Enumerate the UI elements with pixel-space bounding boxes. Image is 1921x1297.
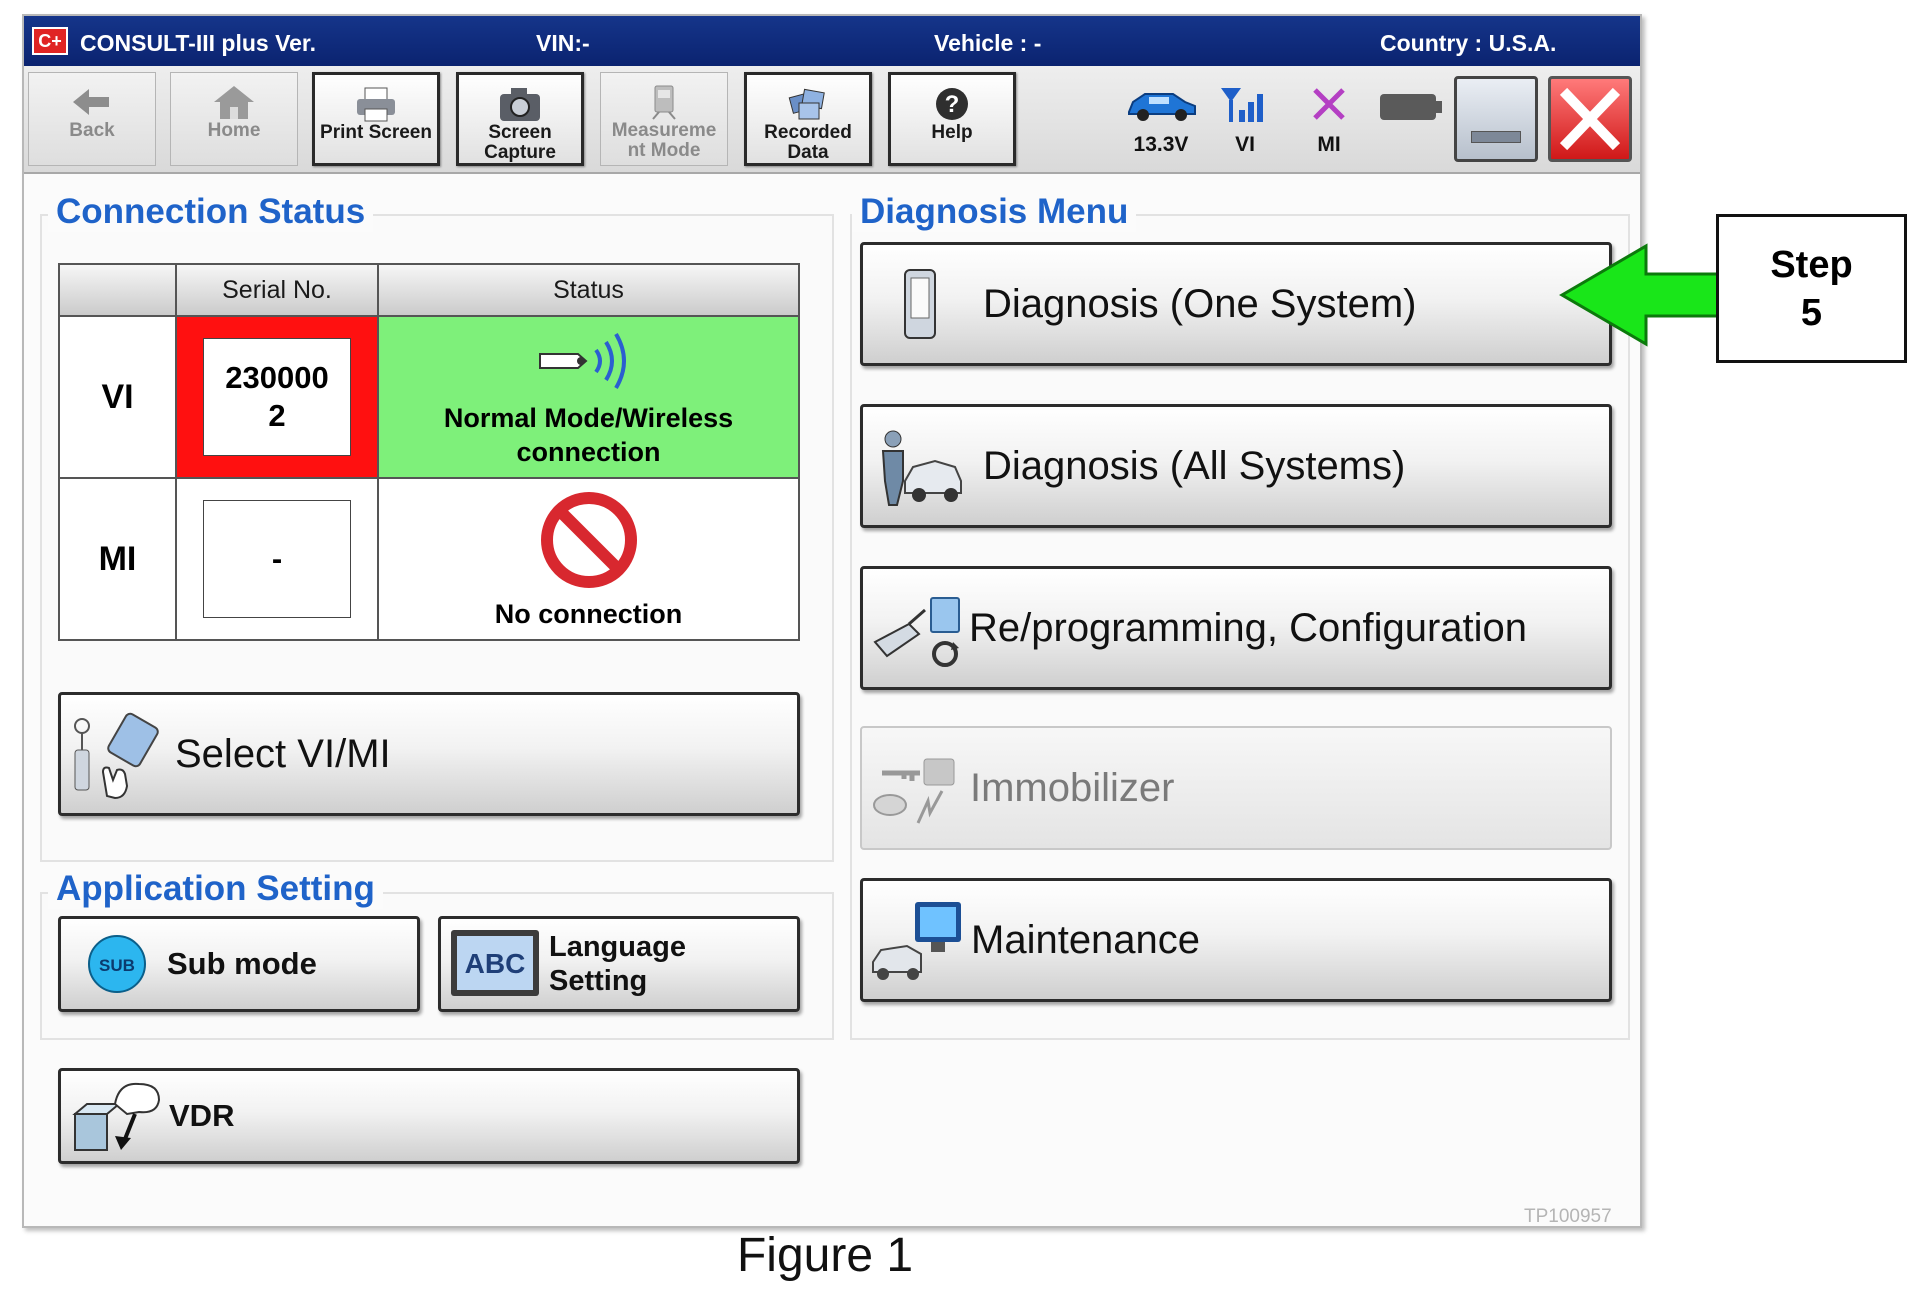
printer-icon bbox=[357, 87, 395, 122]
battery-voltage-indicator: 13.3V bbox=[1120, 84, 1202, 157]
svg-text:?: ? bbox=[945, 91, 960, 118]
battery-indicator bbox=[1370, 90, 1452, 129]
diagnosis-one-system-button[interactable]: Diagnosis (One System) bbox=[860, 242, 1612, 366]
screen-capture-button[interactable]: Screen Capture bbox=[456, 72, 584, 166]
mi-serial-number: - bbox=[203, 500, 351, 618]
vi-status-indicator: VI bbox=[1204, 84, 1286, 157]
car-icon bbox=[1128, 93, 1196, 121]
svg-text:ABC: ABC bbox=[465, 948, 526, 979]
recorded-data-icon bbox=[788, 88, 825, 120]
immobilizer-button[interactable]: Immobilizer bbox=[860, 726, 1612, 850]
app-logo: C+ bbox=[32, 27, 68, 55]
mi-status-text: No connection bbox=[494, 598, 683, 629]
toolbar: Back Home Print Screen Screen Capture Me… bbox=[24, 66, 1640, 174]
camera-icon bbox=[500, 88, 540, 121]
figure-caption: Figure 1 bbox=[736, 1229, 914, 1282]
maintenance-monitor-icon bbox=[872, 902, 961, 980]
reprogramming-configuration-button[interactable]: Re/programming, Configuration bbox=[860, 566, 1612, 690]
language-abc-icon: ABC bbox=[451, 930, 539, 996]
vi-serial-cell: 230000 2 bbox=[175, 315, 379, 479]
mi-serial-cell: - bbox=[175, 477, 379, 641]
connection-status-title: Connection Status bbox=[48, 192, 374, 232]
measurement-mode-button[interactable]: Measureme nt Mode bbox=[600, 72, 728, 166]
back-button[interactable]: Back bbox=[28, 72, 156, 166]
table-header-serial: Serial No. bbox=[175, 263, 379, 317]
diagnosis-menu-title: Diagnosis Menu bbox=[852, 192, 1137, 232]
application-setting-title: Application Setting bbox=[48, 869, 383, 909]
table-header-name bbox=[58, 263, 177, 317]
mi-status-indicator: MI bbox=[1288, 84, 1370, 157]
svg-text:SUB: SUB bbox=[99, 956, 135, 975]
maintenance-button[interactable]: Maintenance bbox=[860, 878, 1612, 1002]
select-vi-mi-icon bbox=[74, 712, 159, 800]
select-vi-mi-button[interactable]: Select VI/MI bbox=[58, 692, 800, 816]
country-label: Country : U.S.A. bbox=[1380, 30, 1557, 56]
vi-status-cell: Normal Mode/Wireless connection bbox=[377, 315, 800, 479]
sub-mode-icon: SUB bbox=[88, 935, 146, 993]
home-button[interactable]: Home bbox=[170, 72, 298, 166]
title-bar: C+ CONSULT-III plus Ver. VIN:- Vehicle :… bbox=[24, 16, 1640, 66]
vdr-button[interactable]: VDR bbox=[58, 1068, 800, 1164]
language-setting-button[interactable]: ABC Language Setting bbox=[438, 916, 800, 1012]
single-module-icon bbox=[904, 269, 936, 339]
recorded-data-button[interactable]: Recorded Data bbox=[744, 72, 872, 166]
reprogramming-icon bbox=[873, 597, 960, 667]
mi-status-cell: No connection bbox=[377, 477, 800, 641]
disconnected-x-icon bbox=[1313, 88, 1345, 120]
row-label-vi: VI bbox=[58, 315, 177, 479]
immobilizer-key-icon bbox=[873, 758, 955, 824]
measurement-meter-icon bbox=[652, 85, 676, 120]
vi-serial-number: 230000 2 bbox=[203, 338, 351, 456]
app-version-label: CONSULT-III plus Ver. bbox=[80, 30, 317, 56]
help-icon: ? bbox=[936, 88, 968, 120]
sub-mode-button[interactable]: SUB Sub mode bbox=[58, 916, 420, 1012]
battery-icon bbox=[1380, 94, 1442, 120]
no-connection-icon bbox=[540, 491, 637, 588]
vdr-icon bbox=[72, 1082, 161, 1151]
technician-car-icon bbox=[881, 430, 962, 506]
minimize-button[interactable] bbox=[1454, 76, 1538, 162]
close-icon bbox=[1559, 87, 1621, 151]
wireless-signal-icon bbox=[538, 332, 626, 389]
home-icon bbox=[214, 86, 254, 119]
table-row-mi: MI - No connection bbox=[58, 477, 800, 641]
vehicle-label: Vehicle : - bbox=[934, 30, 1042, 56]
consult-app-window: C+ CONSULT-III plus Ver. VIN:- Vehicle :… bbox=[22, 14, 1642, 1228]
signal-antenna-icon bbox=[1221, 88, 1263, 122]
step-number: 5 bbox=[1800, 291, 1823, 334]
close-button[interactable] bbox=[1548, 76, 1632, 162]
table-row-vi: VI 230000 2 Normal Mode/Wireless connect… bbox=[58, 315, 800, 479]
row-label-mi: MI bbox=[58, 477, 177, 641]
step-arrow-icon bbox=[1559, 243, 1726, 347]
table-header-row: Serial No. Status bbox=[58, 263, 800, 317]
back-arrow-icon bbox=[73, 89, 109, 115]
print-screen-button[interactable]: Print Screen bbox=[312, 72, 440, 166]
connection-status-table: Serial No. Status VI 230000 2 Normal bbox=[58, 263, 800, 641]
vi-status-text: Normal Mode/Wireless connection bbox=[443, 402, 734, 467]
table-header-status: Status bbox=[377, 263, 800, 317]
diagnosis-all-systems-button[interactable]: Diagnosis (All Systems) bbox=[860, 404, 1612, 528]
step-word: Step bbox=[1770, 243, 1853, 286]
vin-label: VIN:- bbox=[536, 30, 590, 56]
document-id-watermark: TP100957 bbox=[1524, 1206, 1612, 1227]
help-button[interactable]: ? Help bbox=[888, 72, 1016, 166]
step-callout: Step 5 bbox=[1716, 214, 1907, 363]
